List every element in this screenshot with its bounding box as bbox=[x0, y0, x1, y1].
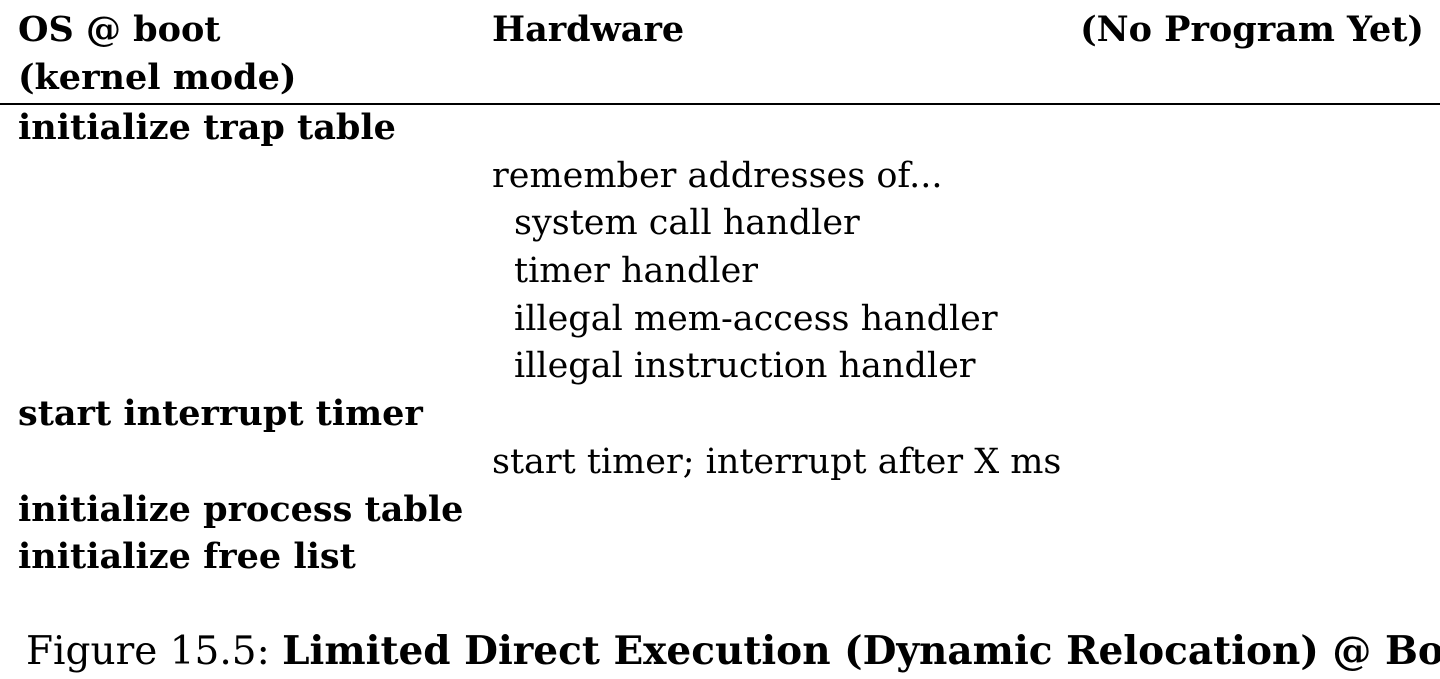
os-step-initialize-process-table: initialize process table bbox=[18, 489, 464, 530]
figure-caption: Figure 15.5: Limited Direct Execution (D… bbox=[26, 624, 1440, 679]
hw-step-timer-handler: timer handler bbox=[514, 251, 759, 291]
hw-step-remember-addresses: remember addresses of... bbox=[492, 156, 943, 196]
column-header-os-mode: (kernel mode) bbox=[18, 57, 297, 98]
hw-step-start-timer: start timer; interrupt after X ms bbox=[492, 442, 1062, 482]
os-step-initialize-free-list: initialize free list bbox=[18, 536, 356, 577]
os-step-initialize-trap-table: initialize trap table bbox=[18, 107, 396, 148]
os-step-start-interrupt-timer: start interrupt timer bbox=[18, 393, 423, 434]
hw-step-system-call-handler: system call handler bbox=[514, 203, 860, 243]
hw-step-illegal-instruction-handler: illegal instruction handler bbox=[514, 346, 976, 386]
header-divider bbox=[0, 103, 1440, 105]
hw-step-illegal-mem-access-handler: illegal mem-access handler bbox=[514, 299, 998, 339]
column-header-os: OS @ boot bbox=[18, 9, 221, 50]
figure-caption-label: Figure 15.5: bbox=[26, 629, 270, 674]
column-header-program: (No Program Yet) bbox=[1080, 9, 1424, 50]
column-header-hardware: Hardware bbox=[492, 9, 685, 50]
figure-caption-title: Limited Direct Execution (Dynamic Reloca… bbox=[282, 628, 1440, 674]
